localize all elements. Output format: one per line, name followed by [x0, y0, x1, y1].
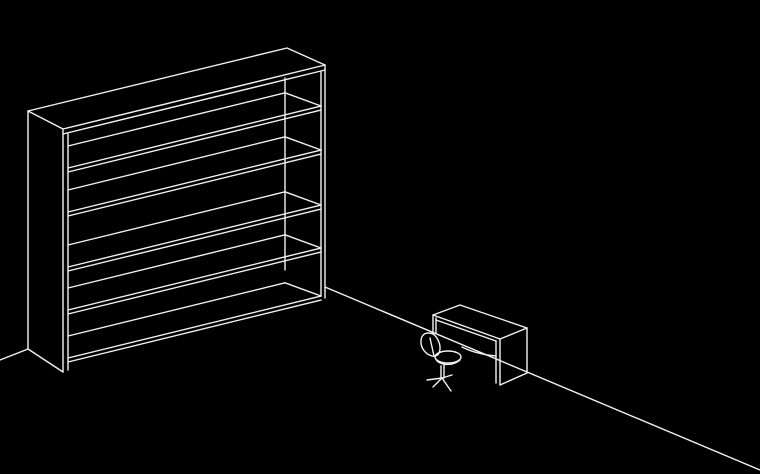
shelf-edge	[67, 234, 286, 289]
shelf-edge	[67, 251, 322, 315]
shelf-edge	[67, 191, 286, 246]
shelf-edge	[67, 282, 286, 337]
bookshelf	[27, 47, 326, 373]
shelf-edge	[67, 105, 322, 169]
shelf-edge	[67, 208, 322, 272]
shelf-edge	[284, 282, 322, 297]
shelf-edge	[284, 136, 322, 151]
shelf-edge	[67, 136, 286, 191]
floor-wall-line	[0, 286, 760, 471]
shelf-edge	[284, 92, 322, 107]
shelf-edge	[284, 234, 322, 249]
shelf-edge	[67, 299, 322, 363]
desk	[432, 304, 528, 386]
shelf-edge	[67, 153, 322, 217]
shelf-edge	[67, 295, 322, 359]
office-chair	[420, 332, 462, 392]
shelf-edge	[284, 191, 322, 206]
shelf-edge	[67, 92, 286, 147]
shelf-edge	[67, 247, 322, 311]
shelf-edge	[67, 204, 322, 268]
bookshelf-top	[27, 47, 326, 130]
shelf-edge	[67, 149, 322, 213]
shelf-edge	[67, 109, 322, 173]
